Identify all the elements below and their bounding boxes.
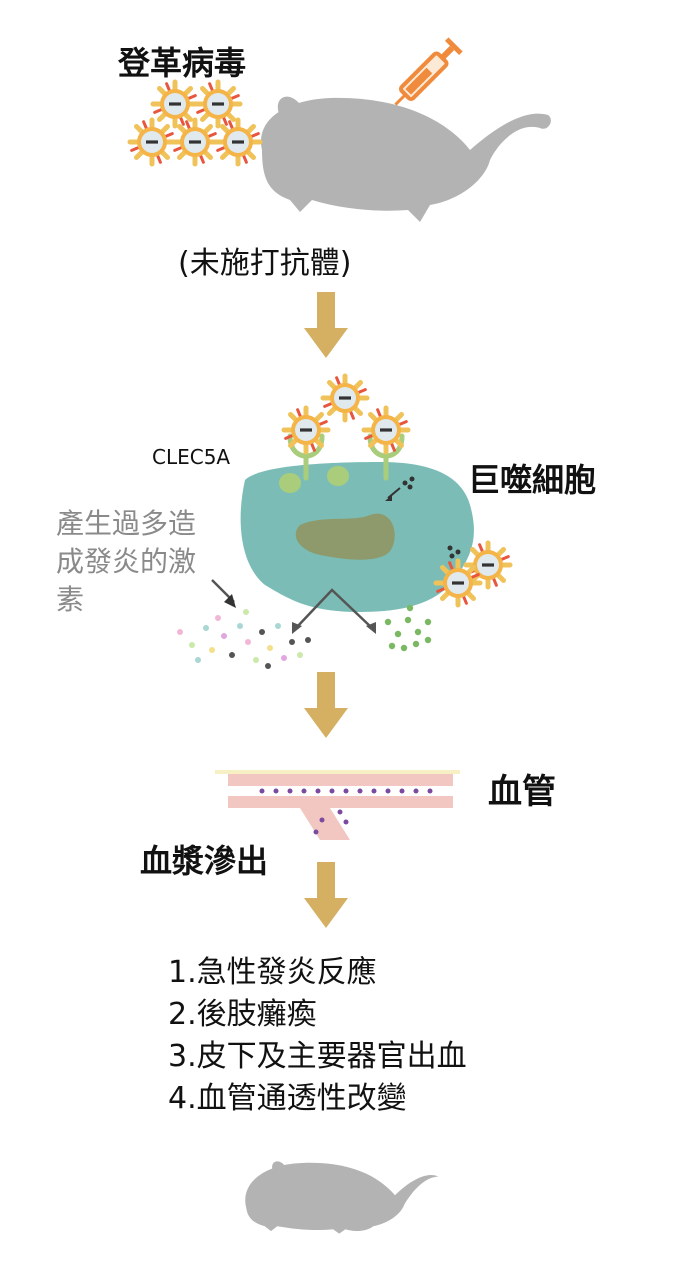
cytokine-label: 產生過多造成發炎的激素 [56,507,197,616]
arrow-down-icon [304,862,348,928]
symptom-item: 1.急性發炎反應 [168,955,377,990]
symptom-item: 2.後肢癱瘓 [168,997,317,1032]
vessel-label: 血管 [488,772,556,812]
syringe-icon [394,37,463,106]
mouse-icon [260,96,551,222]
symptom-item: 3.皮下及主要器官出血 [168,1039,467,1074]
arrow-down-icon [304,672,348,738]
mouse-icon [245,1161,439,1234]
pointer-arrowhead [224,594,236,608]
no-antibody-label: (未施打抗體) [178,246,352,281]
symptom-item: 4.血管通透性改變 [168,1081,407,1116]
macrophage-cell [240,462,474,612]
cytokine-dots [177,604,432,669]
virus-label: 登革病毒 [118,44,247,82]
macrophage-label: 巨噬細胞 [468,461,597,499]
receptor-label: CLEC5A [152,445,231,469]
vessel-icon [215,770,460,840]
symptom-list: 1.急性發炎反應 2.後肢癱瘓 3.皮下及主要器官出血 4.血管通透性改變 [168,952,467,1120]
arrow-down-icon [304,292,348,358]
plasma-leakage-label: 血漿滲出 [140,842,269,880]
virus-icon [130,82,260,164]
